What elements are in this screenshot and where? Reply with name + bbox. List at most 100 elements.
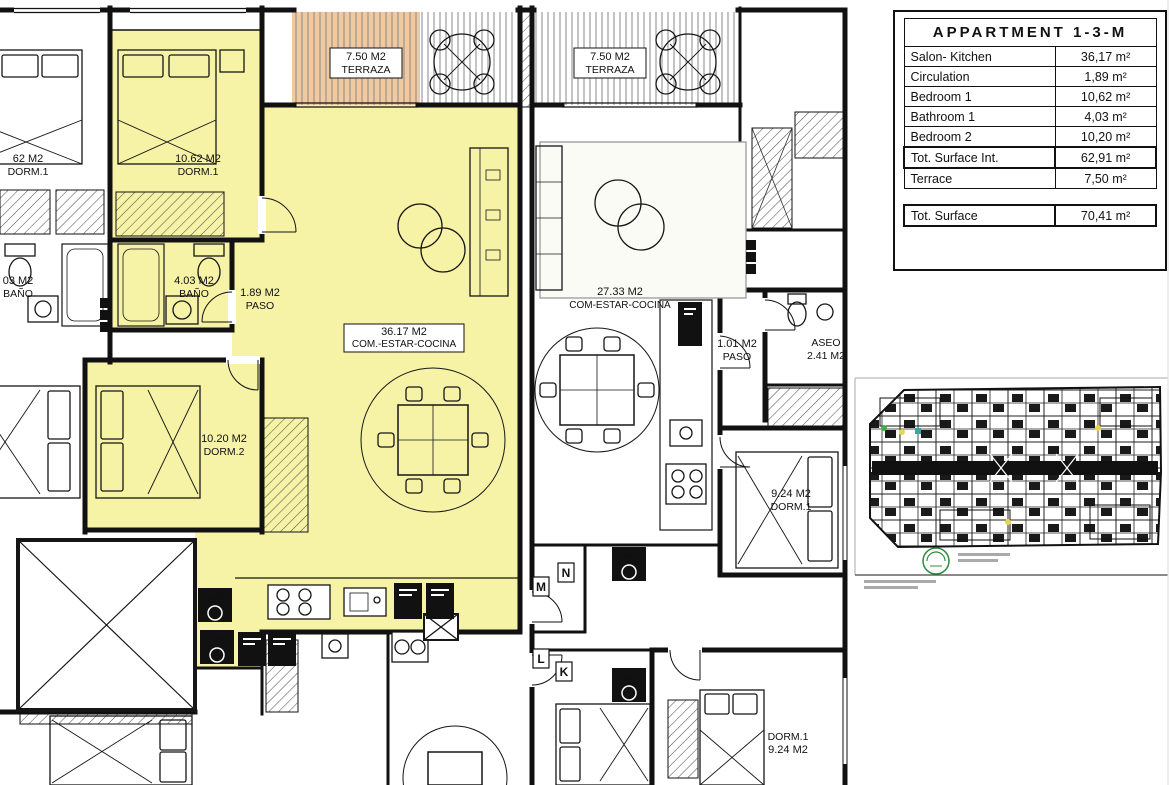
sink-icon [321,633,349,659]
row-value [1055,189,1156,206]
washer-label-1: Lavadora [619,554,639,560]
washer-label-1: Lavadora [205,595,225,601]
sink-icon [669,419,703,447]
toilet-icon [193,243,225,257]
row-label: Bedroom 1 [903,86,1056,107]
side-table-icon [420,227,466,273]
side-table-icon [397,203,443,249]
unit-letter-l: L [537,652,544,666]
key-plan-dot-yellow [1095,425,1101,431]
door-arcs [201,197,796,686]
shelf-unit [469,147,509,297]
room-area-text: 4.03 M2 [174,275,214,287]
bath-fixtures [787,293,834,327]
room-name-text: TERRAZA [341,64,390,76]
table-row-total-interior: Tot. Surface Int. 62,91 m² [902,146,1157,169]
room-label-bedroom1-left: 62 M2 DORM.1 [8,153,49,178]
room-label-wc-right: ASEO 2.41 M2 [807,337,845,362]
bed-icon [555,703,651,785]
furniture [0,29,839,785]
room-area-text: 9.24 M2 [771,488,811,500]
double-burner-icon [391,631,429,663]
walls-light [109,6,847,785]
washers: Lavadora Secadora Lavadora Secadora Lava… [198,547,646,702]
room-area-text: 9.24 M2 [768,744,808,756]
core-door-labels: M N L K [532,562,575,682]
terrace-table-icon [429,29,495,95]
toilet-icon [4,243,36,257]
bed-icon [49,715,193,785]
row-value: 62,91 m² [1054,146,1157,169]
room-label-bath-left: 03 M2 BAÑO [3,275,34,300]
room-label-bedroom1-yellow: 10.62 M2 DORM.1 [175,153,221,178]
washer-label-2: Secadora [207,643,228,649]
table-row: Salon- Kitchen 36,17 m² [903,46,1157,67]
area-table-header: APPARTMENT 1-3-M [903,18,1157,47]
room-label-bedroom2-yellow: 10.20 M2 DORM.2 [201,433,247,458]
highlight-regions [85,12,520,668]
room-label-terrace-left: 7.50 M2 TERRAZA [329,47,403,79]
room-area-text: 10.62 M2 [175,153,221,165]
room-label-hall-right: 1.01 M2 PASO [717,338,757,363]
room-area-text: 36.17 M2 [381,326,427,338]
row-label: Circulation [903,66,1056,87]
area-summary-panel: APPARTMENT 1-3-M Salon- Kitchen 36,17 m²… [893,10,1167,271]
dining-table-icon [402,725,508,785]
hob-icon [267,584,331,620]
room-name-text: DORM.1 [771,501,812,513]
toilet-icon [787,293,807,305]
row-label: Tot. Surface Int. [902,146,1057,169]
elevator-shaft-icon [16,538,197,712]
kitchen-counter [235,577,520,663]
room-name-text: BAÑO [179,287,209,300]
room-label-bedroom1-bottom-right: DORM.1 9.24 M2 [768,731,809,756]
bed-icon [0,385,81,499]
door-gaps [226,196,769,687]
bed-icon [95,385,201,499]
room-area-text: 27.33 M2 [597,286,643,298]
washer-label-1: Lavadora [207,637,227,643]
sink-icon [165,295,199,325]
room-area-text: 2.41 M2 [807,350,845,362]
table-row: Bedroom 1 10,62 m² [903,86,1157,107]
table-row: Terrace 7,50 m² [903,167,1157,189]
row-value: 7,50 m² [1054,167,1157,189]
unit-letter-n: N [562,566,571,580]
bed-icon [0,49,83,165]
room-area-text: 1.01 M2 [717,338,757,350]
room-name-text: DORM.2 [204,446,245,458]
bed-icon [735,451,839,569]
room-label-hall-yellow: 1.89 M2 PASO [240,287,280,312]
row-value: 10,62 m² [1054,86,1157,107]
row-label: Salon- Kitchen [903,46,1056,67]
room-name-text: DORM.1 [178,166,219,178]
dining-table-icon [534,327,660,453]
room-name-text: TERRAZA [585,64,634,76]
unit-letter-k: K [560,665,569,679]
key-plan-dot-teal [915,428,921,434]
bed-icon [117,49,245,165]
table-row: Bedroom 2 10,20 m² [903,126,1157,148]
area-table-title: APPARTMENT 1-3-M [903,18,1157,47]
room-name-text: DORM.1 [768,731,809,743]
room-name-text: PASO [246,300,274,312]
room-area-text: 1.89 M2 [240,287,280,299]
appliances-dark [100,240,756,666]
washer-label-1: Lavadora [619,675,639,681]
room-area-text: 7.50 M2 [590,51,630,63]
row-label: Bathroom 1 [903,106,1056,127]
louver-cross-marks [751,127,793,229]
wardrobe-icon [767,387,846,427]
room-label-living-right: 27.33 M2 COM-ESTAR-COCINA [569,286,671,311]
room-label-bath-yellow: 4.03 M2 BAÑO [174,275,214,300]
room-name-text: COM-ESTAR-COCINA [569,300,671,311]
terrace-table-icon [655,29,721,95]
table-row-total: Tot. Surface 70,41 m² [902,204,1157,227]
side-table-icon [617,203,665,251]
room-name-text: DORM.1 [8,166,49,178]
room-area-text: 03 M2 [3,275,34,287]
row-value: 10,20 m² [1054,126,1157,148]
sink-icon [816,303,834,321]
row-label: Terrace [903,167,1056,189]
